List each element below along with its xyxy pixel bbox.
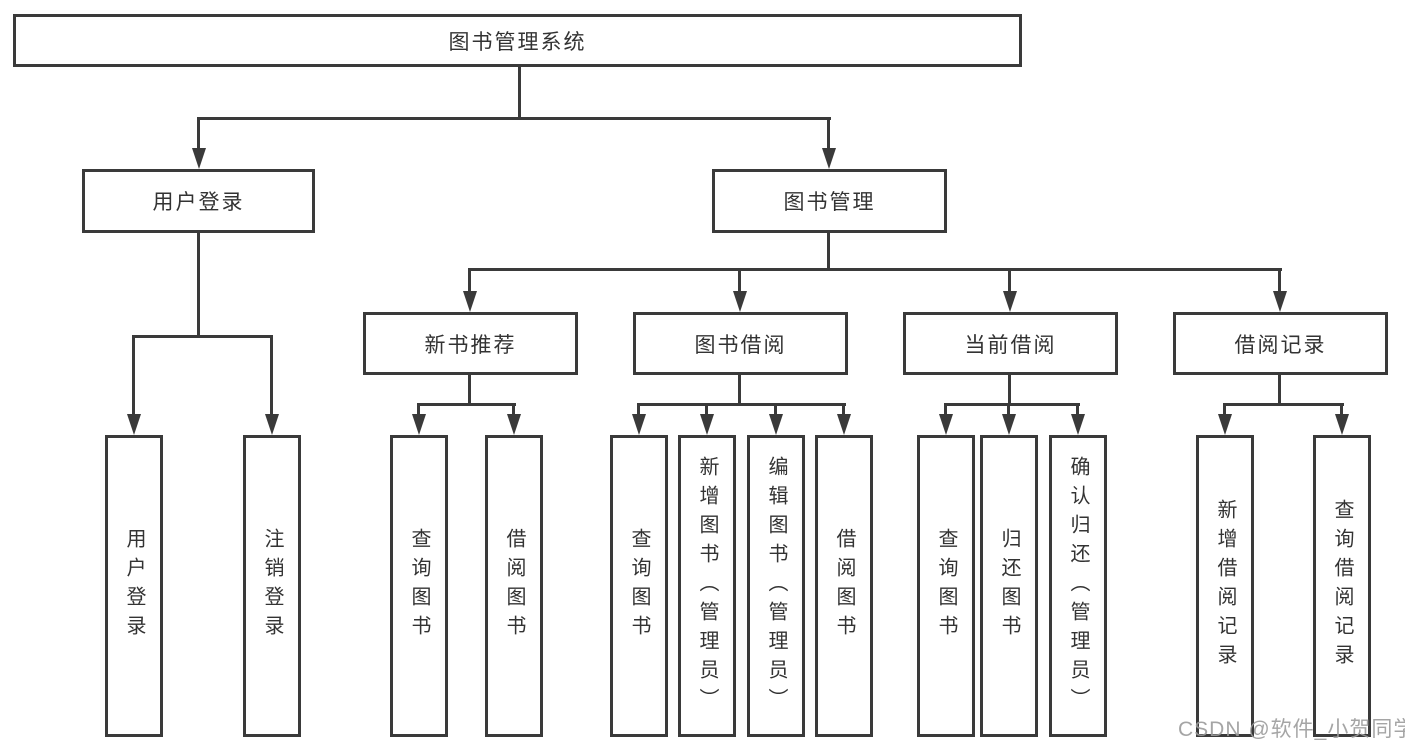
leaf-borrow-books: 借阅图书 — [815, 435, 873, 737]
connector-stem — [827, 232, 830, 271]
leaf-add-borrow-record: 新增借阅记录 — [1196, 435, 1254, 737]
connector-stem — [197, 232, 200, 336]
connector-drop — [468, 268, 471, 294]
arrow-down-icon — [837, 414, 851, 435]
leaf-logout: 注销登录 — [243, 435, 301, 737]
node-user-login: 用户登录 — [82, 169, 315, 233]
connector-stem — [468, 374, 471, 405]
arrow-down-icon — [412, 414, 426, 435]
arrow-down-icon — [463, 291, 477, 312]
leaf-edit-books-admin: 编辑图书（管理员） — [747, 435, 805, 737]
connector-drop — [1008, 268, 1011, 294]
arrow-down-icon — [192, 148, 206, 169]
connector-bar — [417, 403, 516, 406]
leaf-query-borrow-record: 查询借阅记录 — [1313, 435, 1371, 737]
connector-bar — [637, 403, 846, 406]
connector-drop — [1278, 268, 1281, 294]
node-new-book-recommendation: 新书推荐 — [363, 312, 578, 375]
connector-bar — [1223, 403, 1344, 406]
arrow-down-icon — [1273, 291, 1287, 312]
connector-drop — [944, 403, 947, 417]
arrow-down-icon — [632, 414, 646, 435]
arrow-down-icon — [822, 148, 836, 169]
arrow-down-icon — [733, 291, 747, 312]
arrow-down-icon — [939, 414, 953, 435]
arrow-down-icon — [769, 414, 783, 435]
arrow-down-icon — [1071, 414, 1085, 435]
connector-drop — [270, 335, 273, 415]
connector-drop — [774, 403, 777, 417]
connector-bar — [132, 335, 273, 338]
arrow-down-icon — [1218, 414, 1232, 435]
connector-drop — [417, 403, 420, 417]
connector-root-stem — [518, 67, 521, 117]
connector-drop — [842, 403, 845, 417]
connector-stem — [1278, 374, 1281, 405]
node-book-management: 图书管理 — [712, 169, 947, 233]
connector-drop — [827, 117, 830, 151]
arrow-down-icon — [700, 414, 714, 435]
node-current-borrowing: 当前借阅 — [903, 312, 1118, 375]
arrow-down-icon — [127, 414, 141, 435]
connector-drop — [1007, 403, 1010, 417]
arrow-down-icon — [507, 414, 521, 435]
node-book-borrowing: 图书借阅 — [633, 312, 848, 375]
leaf-query-books: 查询图书 — [610, 435, 668, 737]
connector-bar — [468, 268, 1282, 271]
connector-drop — [1340, 403, 1343, 417]
leaf-user-login: 用户登录 — [105, 435, 163, 737]
leaf-borrow-books: 借阅图书 — [485, 435, 543, 737]
connector-drop — [1223, 403, 1226, 417]
arrow-down-icon — [1003, 291, 1017, 312]
connector-drop — [705, 403, 708, 417]
connector-root-bar — [197, 117, 831, 120]
node-borrowing-records: 借阅记录 — [1173, 312, 1388, 375]
connector-stem — [1008, 374, 1011, 405]
connector-drop — [1076, 403, 1079, 417]
arrow-down-icon — [1335, 414, 1349, 435]
connector-drop — [512, 403, 515, 417]
leaf-query-books: 查询图书 — [390, 435, 448, 737]
watermark-text: CSDN @软件_小贺同学 — [1178, 718, 1405, 741]
connector-drop — [637, 403, 640, 417]
connector-stem — [738, 374, 741, 405]
arrow-down-icon — [265, 414, 279, 435]
arrow-down-icon — [1002, 414, 1016, 435]
leaf-add-books-admin: 新增图书（管理员） — [678, 435, 736, 737]
connector-drop — [738, 268, 741, 294]
leaf-query-books: 查询图书 — [917, 435, 975, 737]
connector-bar — [944, 403, 1080, 406]
leaf-confirm-return-admin: 确认归还（管理员） — [1049, 435, 1107, 737]
connector-drop — [197, 117, 200, 151]
leaf-return-books: 归还图书 — [980, 435, 1038, 737]
node-library-system: 图书管理系统 — [13, 14, 1022, 67]
connector-drop — [132, 335, 135, 415]
